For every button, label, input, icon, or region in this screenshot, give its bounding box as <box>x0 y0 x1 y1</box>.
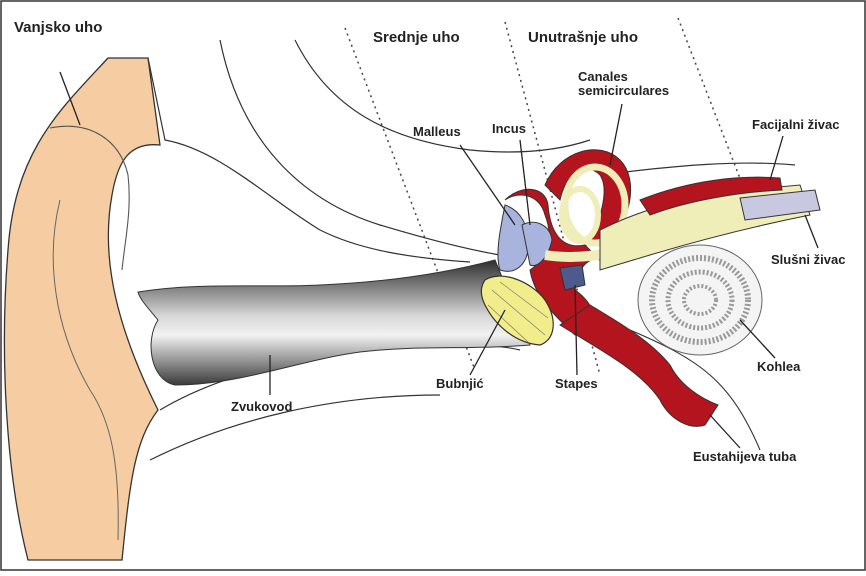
label-eardrum: Bubnjić <box>436 377 484 391</box>
label-semicircular-canals: Canales semicirculares <box>578 70 688 99</box>
leader-malleus <box>460 145 515 225</box>
label-ear-canal: Zvukovod <box>231 400 292 414</box>
cochlea-shape <box>638 245 762 355</box>
label-malleus: Malleus <box>413 125 461 139</box>
label-outer-ear: Vanjsko uho <box>14 20 102 37</box>
stapes-shape <box>560 265 585 290</box>
label-cochlea: Kohlea <box>757 360 800 374</box>
ear-canal-shape <box>138 260 530 385</box>
leader-auditory-nerve <box>805 215 818 248</box>
label-inner-ear: Unutrašnje uho <box>528 30 638 47</box>
leader-cochlea <box>740 320 775 358</box>
jaw-contour <box>150 395 440 460</box>
label-facial-nerve: Facijalni živac <box>752 118 839 132</box>
malleus-shape <box>498 205 528 271</box>
leader-eustachian <box>710 415 740 448</box>
nerve-bone-line <box>600 163 795 175</box>
label-eustachian-tube: Eustahijeva tuba <box>693 450 796 464</box>
skull-contour <box>220 40 500 255</box>
label-incus: Incus <box>492 122 526 136</box>
label-middle-ear: Srednje uho <box>373 30 460 47</box>
label-auditory-nerve: Slušni živac <box>771 253 845 267</box>
pinna-shape <box>4 58 160 560</box>
leader-facial-nerve <box>770 136 783 180</box>
leader-incus <box>520 140 530 225</box>
label-stapes: Stapes <box>555 377 598 391</box>
leader-semicircular <box>610 104 622 165</box>
